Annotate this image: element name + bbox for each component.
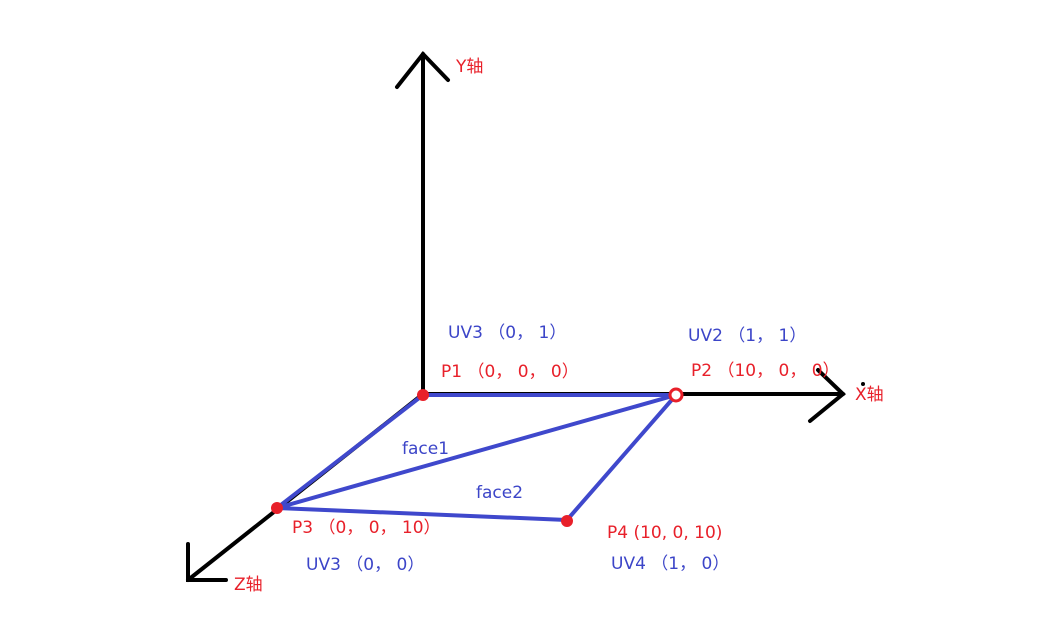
point-label-p3: P3 （0， 0， 10） [292,518,441,538]
p3-marker [271,502,283,514]
edge-p2-p4 [565,393,678,522]
face1-label: face1 [402,439,449,459]
uv-label-p4: UV4 （1， 0） [611,554,729,574]
p2-marker [668,387,684,403]
vertex-markers [271,387,684,527]
uv-label-p2: UV2 （1， 1） [688,326,806,346]
p4-marker [561,515,573,527]
point-label-p4: P4 (10, 0, 10) [607,523,722,543]
y-axis-arrowhead [395,50,450,89]
x-axis-label: X轴 [855,385,884,405]
x-axis-arrowhead [808,368,847,423]
point-label-p1: P1 （0， 0， 0） [441,362,579,382]
point-label-p2: P2 （10， 0， 0） [691,361,840,381]
mesh [275,393,678,522]
uv-label-p1: UV3 （0， 1） [448,323,566,343]
y-axis-label: Y轴 [455,57,483,77]
face2-label: face2 [476,483,523,503]
p1-marker [417,389,429,401]
edge-p3-p4 [275,506,569,522]
edge-p2-p3 [275,393,678,510]
z-axis-arrowhead [186,542,228,582]
uv-label-p3: UV3 （0， 0） [306,555,424,575]
edge-p1-p3 [275,393,425,510]
z-axis-label: Z轴 [234,575,263,595]
stray-dot [861,382,865,386]
